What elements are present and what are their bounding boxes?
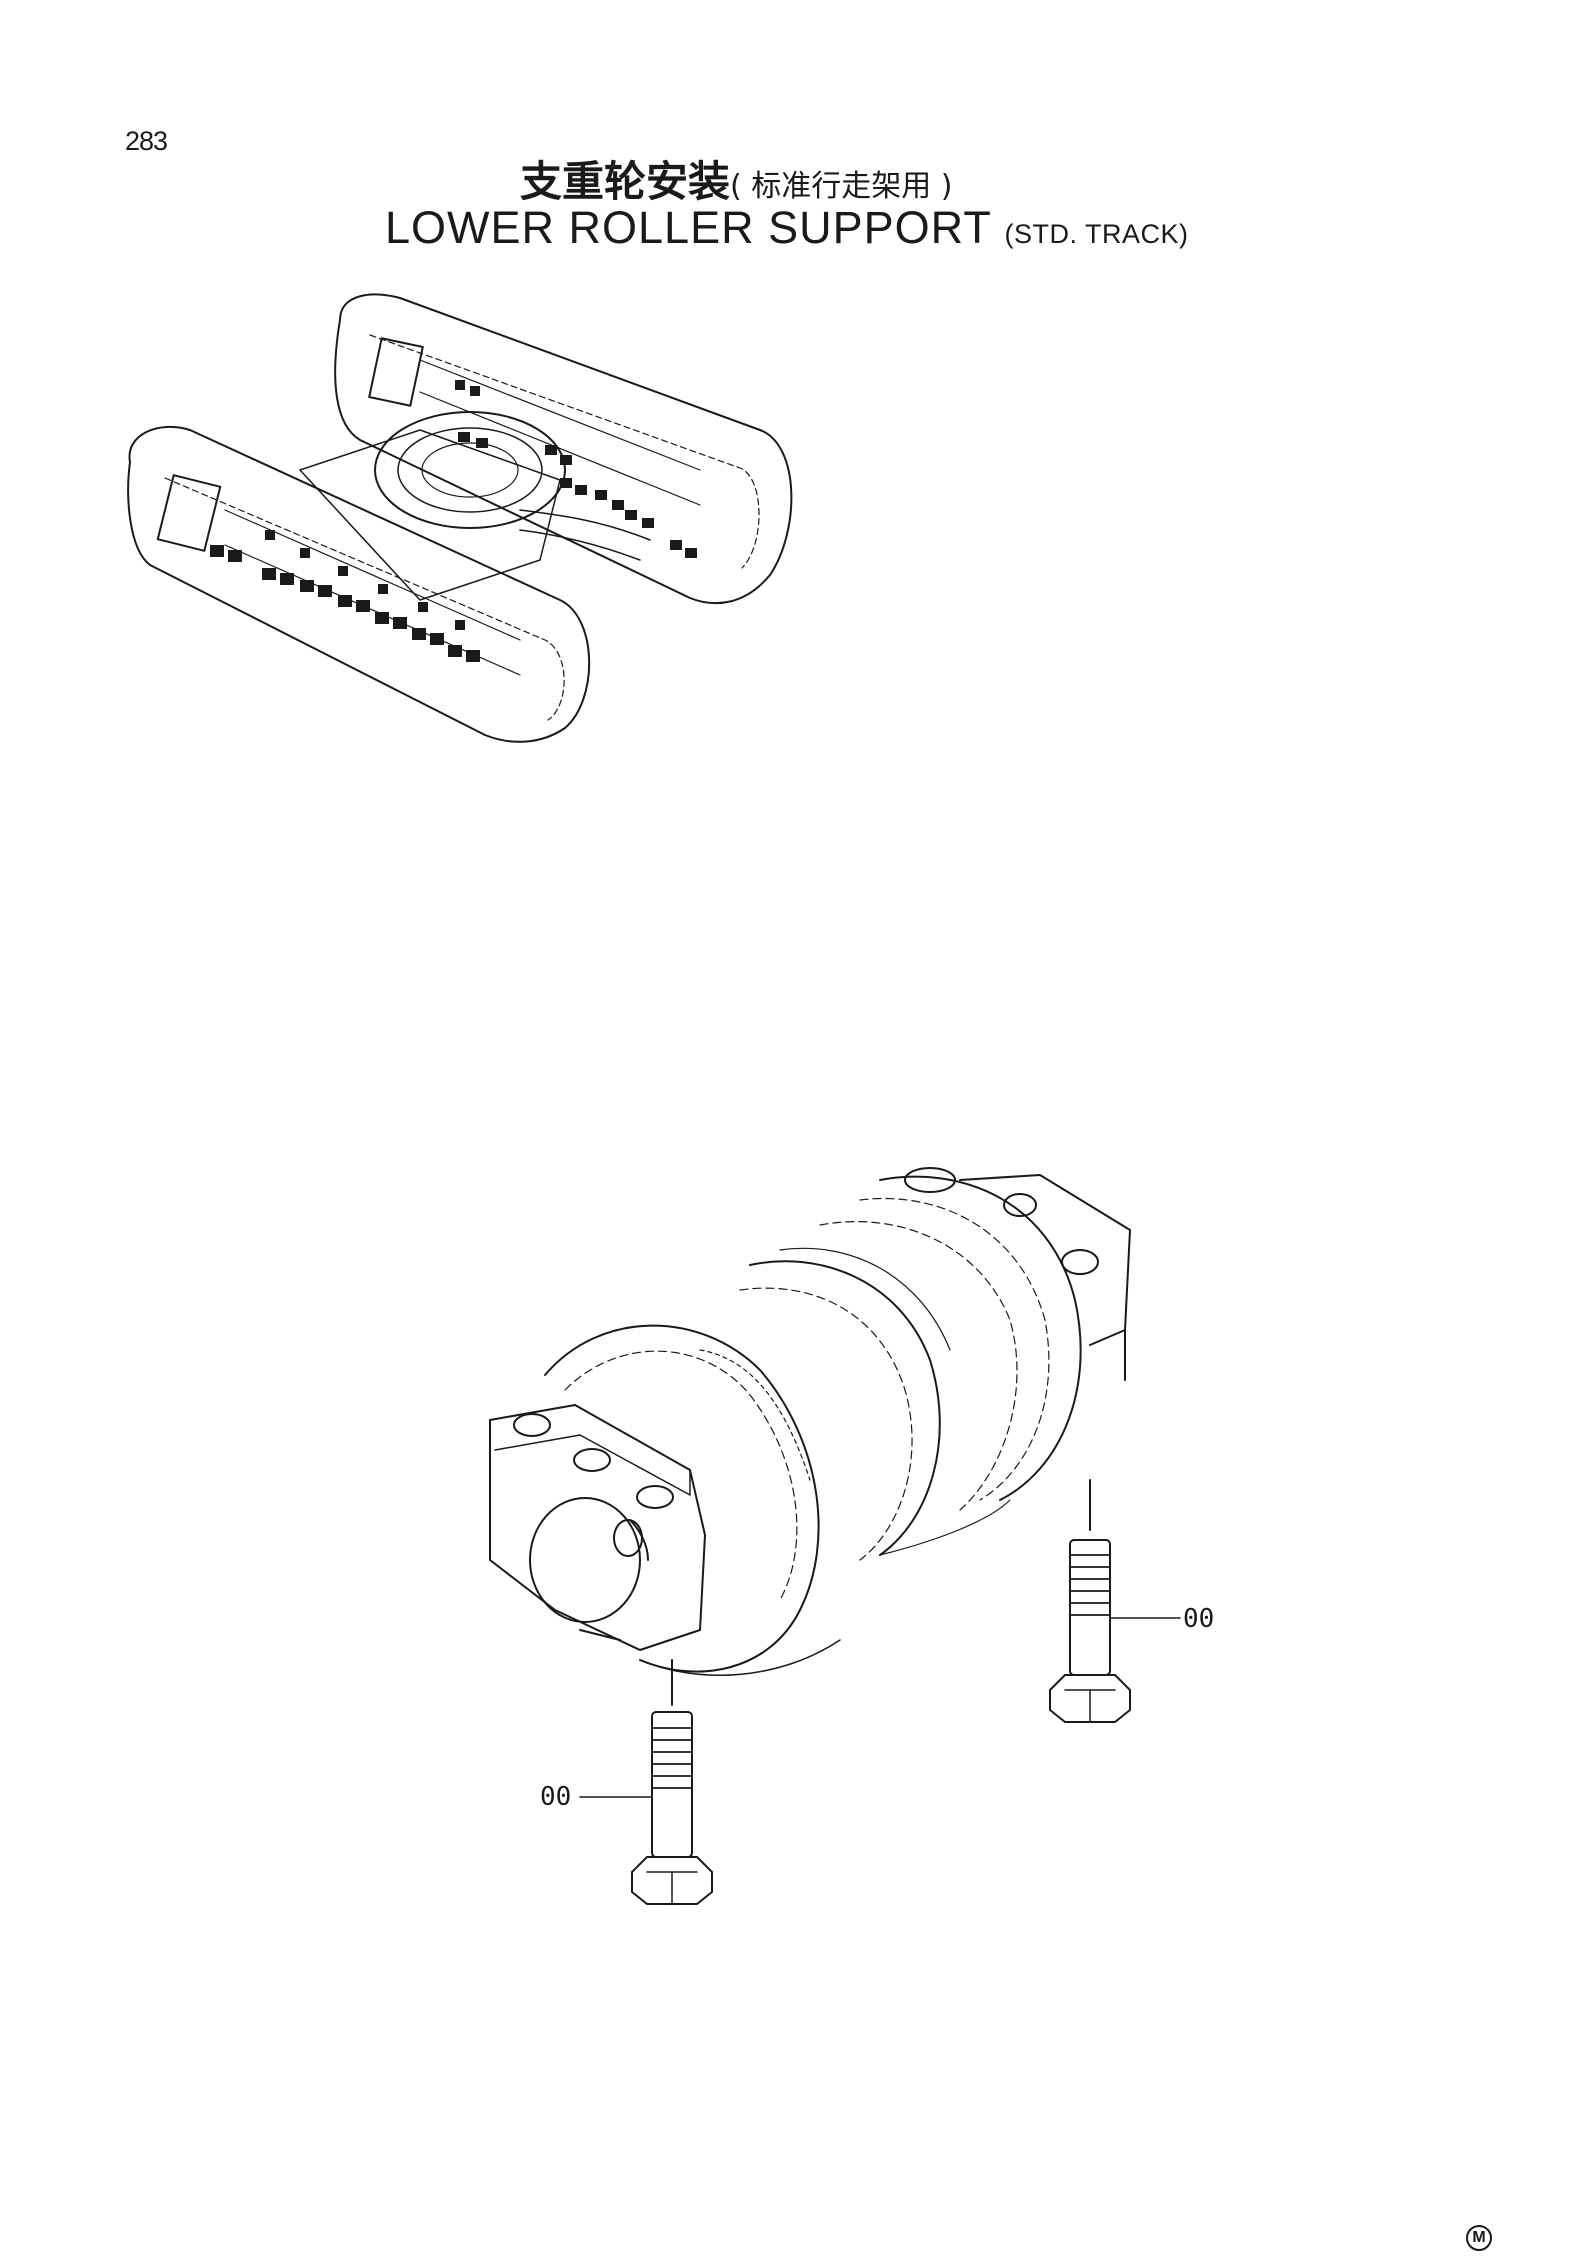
undercarriage-overview bbox=[127, 293, 793, 743]
center-body bbox=[299, 411, 651, 601]
title-english: LOWER ROLLER SUPPORT (STD. TRACK) bbox=[385, 202, 1189, 254]
bolt-left bbox=[579, 1659, 713, 1905]
track-frame-back bbox=[334, 293, 793, 605]
bolt-groups-back bbox=[455, 380, 697, 558]
callout-bolt-right: 00 bbox=[1183, 1604, 1215, 1634]
roller-flange-front bbox=[544, 1324, 820, 1673]
roller-tread bbox=[739, 1221, 1018, 1561]
roller-flange-rear bbox=[859, 1167, 1082, 1501]
bolt-groups-front bbox=[210, 530, 480, 662]
page-number: 283 bbox=[125, 126, 168, 156]
lower-roller-assembly bbox=[489, 1167, 1131, 1677]
title-chinese-main: 支重轮安装 bbox=[520, 157, 731, 206]
callout-bolt-left: 00 bbox=[540, 1782, 572, 1812]
title-english-sub: (STD. TRACK) bbox=[1004, 219, 1189, 249]
track-frame-front bbox=[127, 425, 591, 743]
bolt-right bbox=[1049, 1479, 1181, 1723]
roller-bracket-left bbox=[489, 1404, 706, 1651]
manufacturer-mark: M bbox=[1466, 2225, 1492, 2251]
title-english-main: LOWER ROLLER SUPPORT bbox=[385, 202, 991, 253]
title-chinese-sub: ( 标准行走架用 ) bbox=[730, 169, 953, 204]
title-chinese: 支重轮安装( 标准行走架用 ) bbox=[520, 148, 953, 209]
roller-bracket-right bbox=[959, 1174, 1131, 1381]
